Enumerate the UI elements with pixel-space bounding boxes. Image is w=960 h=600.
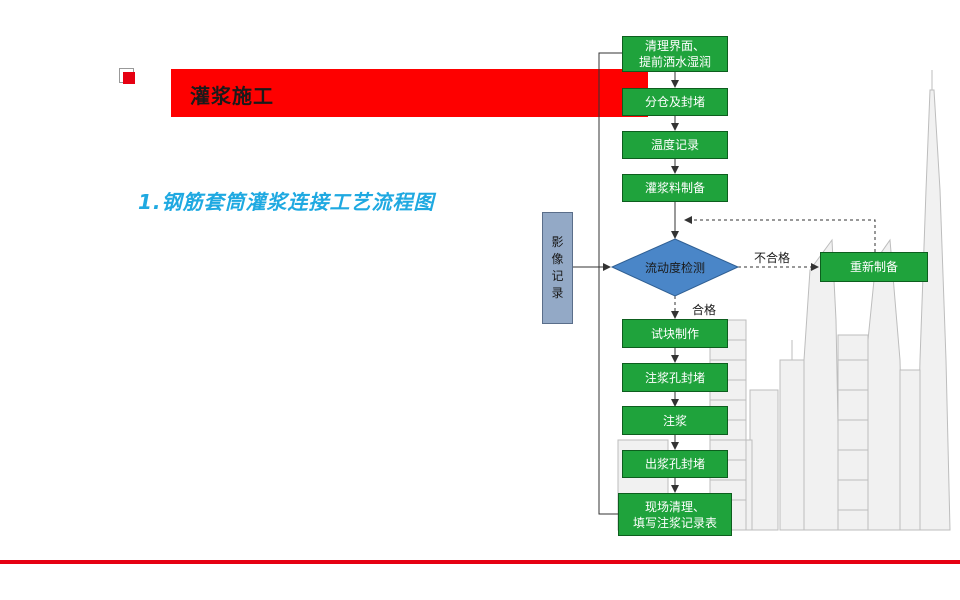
step-box-clean-surface: 清理界面、 提前洒水湿润 — [622, 36, 728, 72]
step-label: 重新制备 — [849, 260, 898, 274]
bullet-square-fill — [123, 72, 135, 84]
step-box-inlet-seal: 注浆孔封堵 — [622, 363, 728, 392]
step-label: 清理界面、 提前洒水湿润 — [638, 39, 711, 69]
page-title: 灌浆施工 — [190, 84, 274, 108]
step-box-outlet-seal: 出浆孔封堵 — [622, 450, 728, 478]
image-record-box: 影像记录 — [542, 212, 573, 324]
step-label: 现场清理、 填写注浆记录表 — [632, 499, 717, 530]
decision-label: 流动度检测 — [644, 261, 705, 275]
title-banner — [171, 69, 648, 117]
step-box-compartment-seal: 分仓及封堵 — [622, 88, 728, 116]
step-label: 分仓及封堵 — [644, 95, 705, 109]
step-label: 试块制作 — [650, 326, 699, 341]
step-box-grout-prep: 灌浆料制备 — [622, 174, 728, 202]
step-box-grouting: 注浆 — [622, 406, 728, 435]
decision-diamond — [610, 238, 740, 297]
step-label: 温度记录 — [650, 138, 699, 152]
step-label: 出浆孔封堵 — [644, 457, 705, 471]
step-box-reprepare: 重新制备 — [820, 252, 928, 282]
step-box-temperature-record: 温度记录 — [622, 131, 728, 159]
city-skyline-illustration — [617, 70, 951, 531]
section-subtitle: 1.钢筋套筒灌浆连接工艺流程图 — [138, 190, 435, 214]
footer-divider — [0, 560, 960, 564]
step-label: 注浆 — [662, 413, 687, 428]
reject-label: 不合格 — [754, 251, 791, 265]
step-label: 灌浆料制备 — [644, 181, 705, 195]
step-box-specimen: 试块制作 — [622, 319, 728, 348]
step-label: 注浆孔封堵 — [644, 370, 705, 385]
step-box-site-cleanup: 现场清理、 填写注浆记录表 — [618, 493, 732, 536]
pass-label: 合格 — [692, 303, 717, 317]
image-record-label: 影像记录 — [551, 235, 564, 300]
